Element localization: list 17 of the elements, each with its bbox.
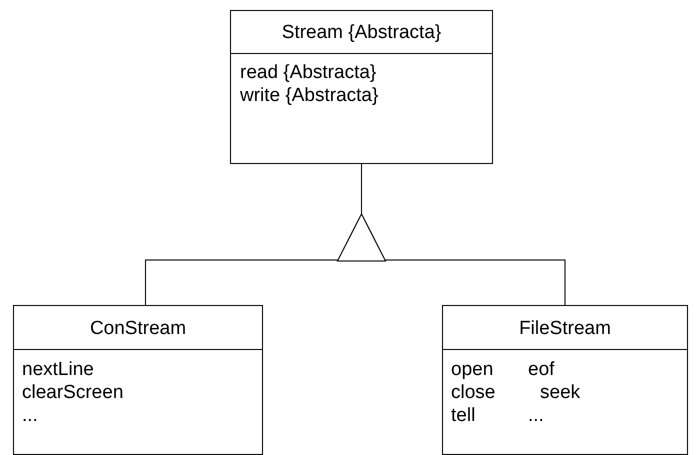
class-box <box>13 305 263 455</box>
method-name: open <box>451 358 494 381</box>
method-name: ... <box>22 404 38 427</box>
method-name: close <box>451 381 496 404</box>
method-name: read {Abstracta} <box>240 61 376 84</box>
class-box <box>442 305 688 455</box>
method-name: nextLine <box>22 358 94 381</box>
method-name: eof <box>528 358 554 381</box>
method-name: write {Abstracta} <box>240 84 378 107</box>
method-name: clearScreen <box>22 381 124 404</box>
class-name: FileStream <box>519 316 611 340</box>
class-box <box>230 10 493 164</box>
method-name: seek <box>540 381 580 404</box>
method-name: tell <box>451 404 476 427</box>
class-name: ConStream <box>90 316 186 340</box>
method-name: ... <box>528 404 544 427</box>
class-name: Stream {Abstracta} <box>282 21 442 44</box>
